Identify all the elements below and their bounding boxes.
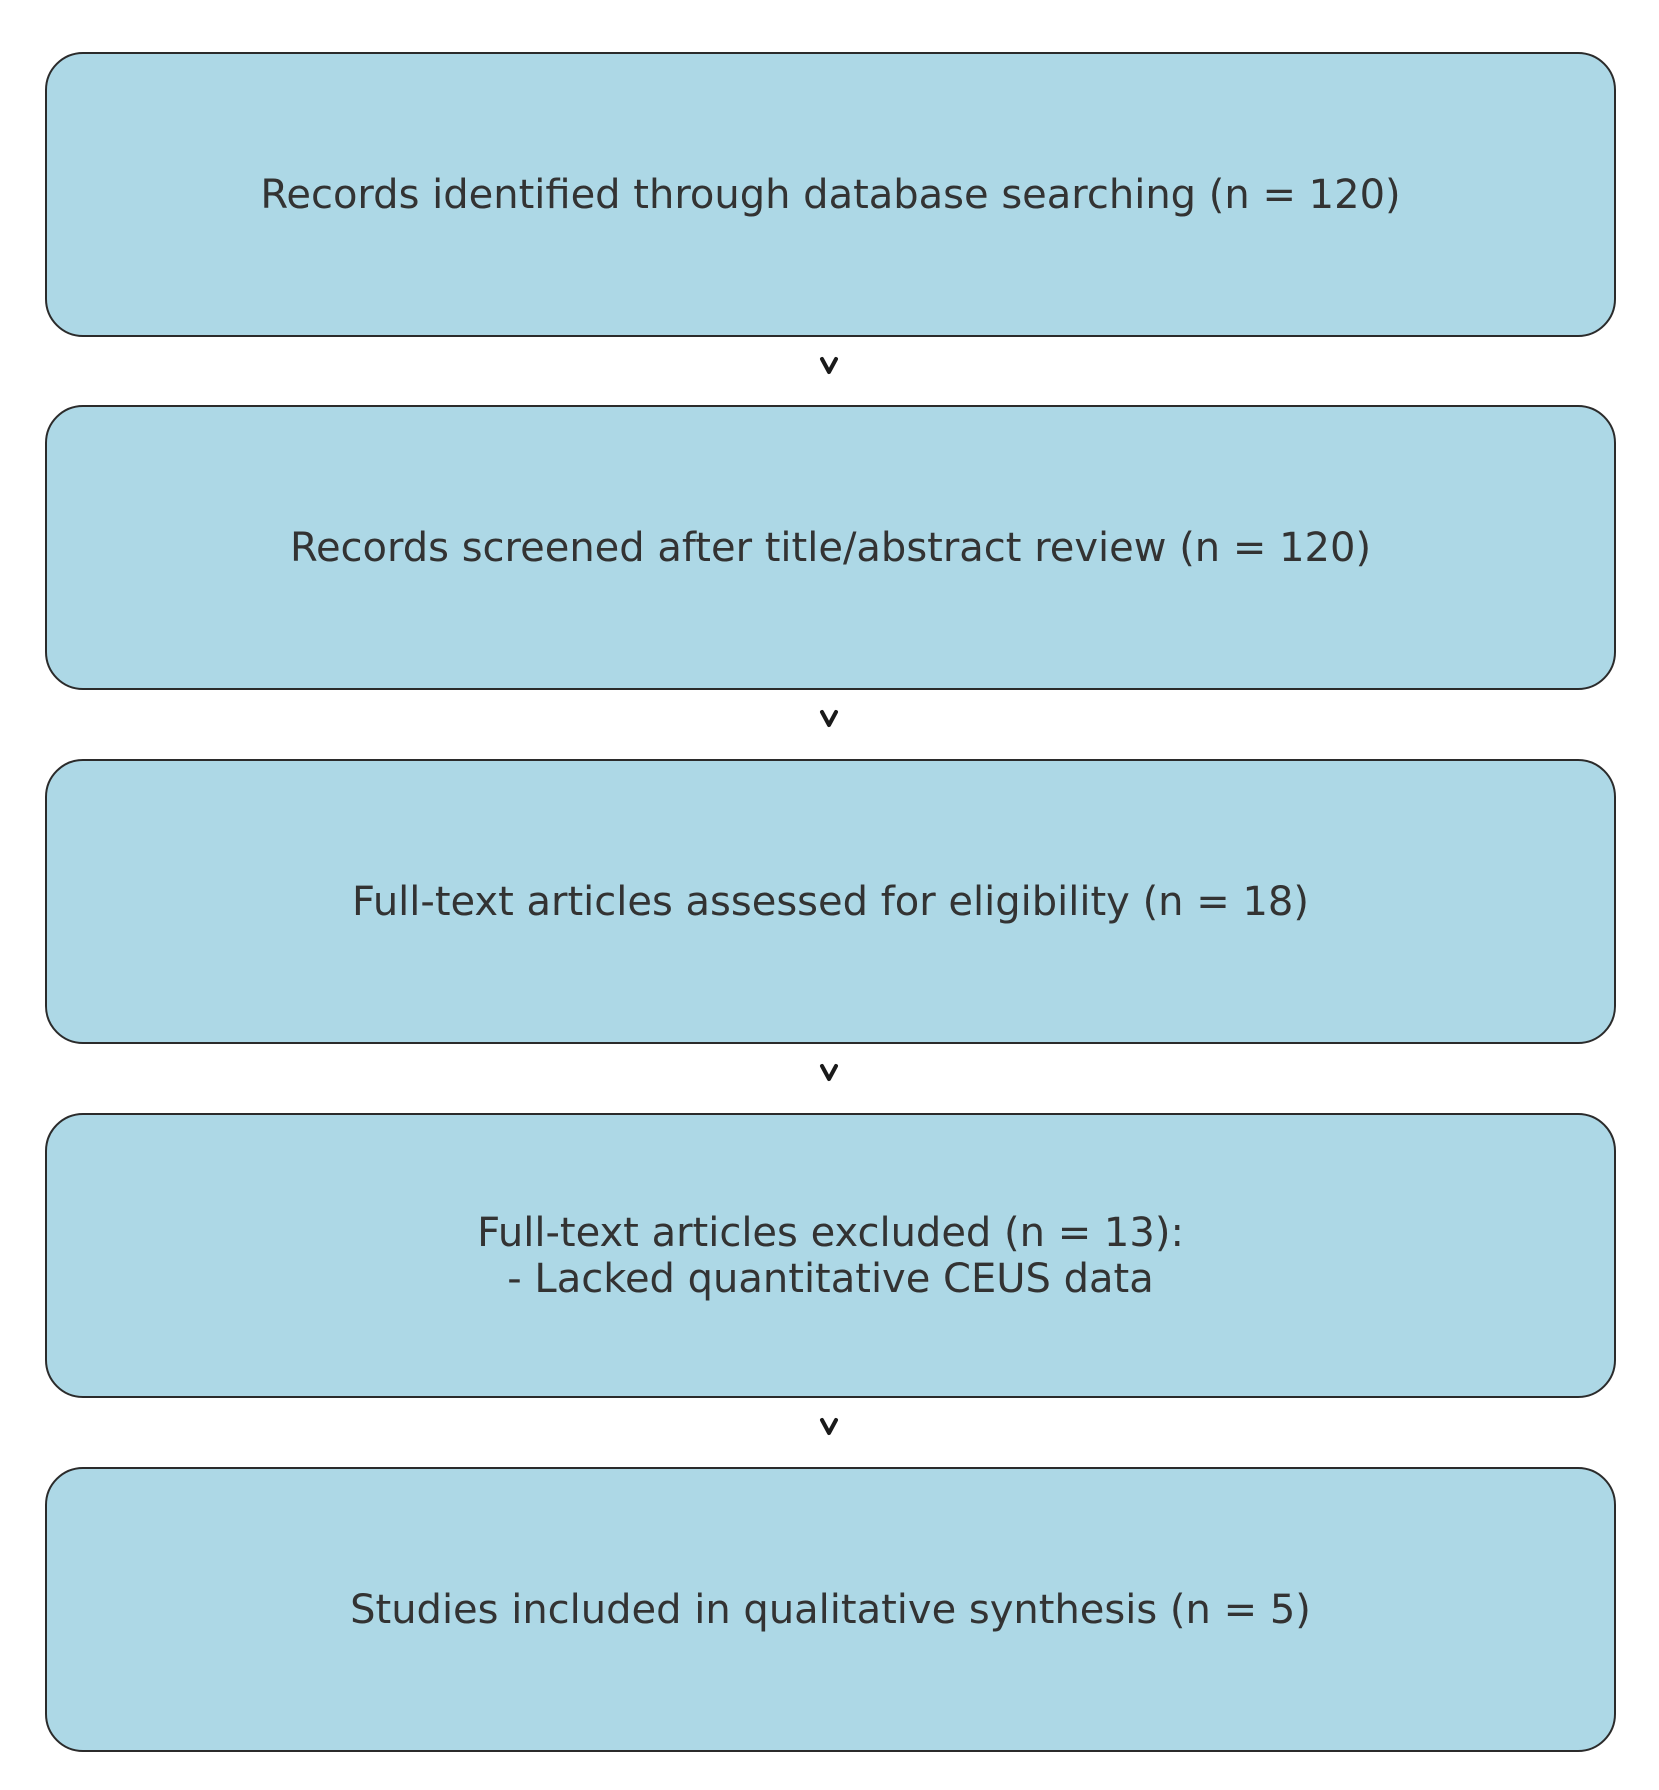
flow-step-label: Records screened after title/abstract re…: [289, 524, 1372, 571]
flow-step-identified: Records identified through database sear…: [45, 52, 1616, 337]
chevron-down-icon: [820, 1064, 838, 1081]
flow-step-label: Records identified through database sear…: [260, 171, 1401, 218]
chevron-down-icon: [820, 1418, 838, 1435]
flow-step-included: Studies included in qualitative synthesi…: [45, 1467, 1616, 1752]
flow-step-assessed: Full-text articles assessed for eligibil…: [45, 759, 1616, 1044]
flow-step-label: Full-text articles assessed for eligibil…: [352, 878, 1309, 925]
flow-step-screened: Records screened after title/abstract re…: [45, 405, 1616, 690]
flow-step-excluded: Full-text articles excluded (n = 13): - …: [45, 1113, 1616, 1398]
flow-step-label: Studies included in qualitative synthesi…: [350, 1586, 1311, 1633]
chevron-down-icon: [820, 710, 838, 727]
flow-step-label: Full-text articles excluded (n = 13): - …: [477, 1209, 1184, 1302]
chevron-down-icon: [820, 357, 838, 374]
